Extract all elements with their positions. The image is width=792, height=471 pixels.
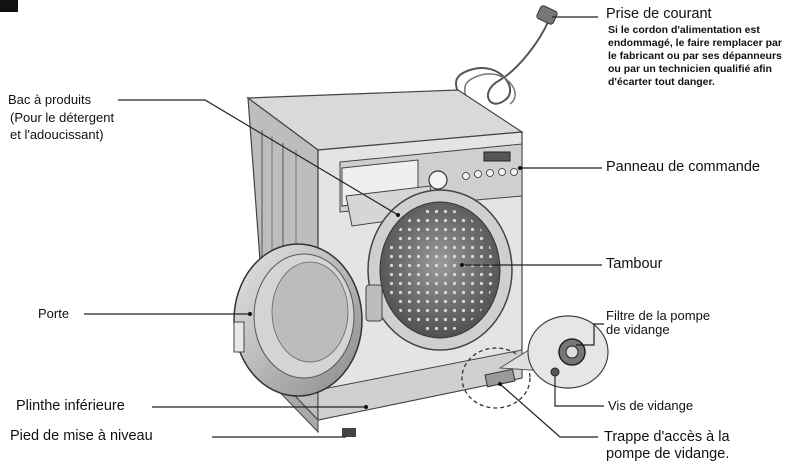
label-prise-note-2: endommagé, le faire remplacer par bbox=[608, 37, 782, 49]
door bbox=[233, 243, 363, 397]
label-prise-note-3: le fabricant ou par ses dépanneurs bbox=[608, 50, 782, 62]
label-prise-note-5: d'écarter tout danger. bbox=[608, 76, 715, 88]
drum bbox=[367, 189, 513, 351]
label-panneau-commande: Panneau de commande bbox=[606, 159, 760, 175]
label-trappe-2: pompe de vidange. bbox=[606, 446, 730, 462]
corner-mark bbox=[0, 0, 18, 12]
label-pied: Pied de mise à niveau bbox=[10, 428, 153, 444]
label-filtre-1: Filtre de la pompe bbox=[606, 308, 711, 323]
label-prise-note-4: ou par un technicien qualifié afin bbox=[608, 63, 772, 75]
door-hinge bbox=[365, 284, 383, 322]
leader-lines bbox=[84, 16, 604, 438]
leader-dots bbox=[248, 166, 522, 409]
label-tambour: Tambour bbox=[606, 256, 663, 272]
label-trappe-1: Trappe d'accès à la bbox=[604, 429, 730, 445]
label-prise-note-1: Si le cordon d'alimentation est bbox=[608, 24, 760, 36]
power-cord bbox=[454, 5, 558, 119]
label-bac-produits: Bac à produits bbox=[8, 92, 92, 107]
label-plinthe: Plinthe inférieure bbox=[16, 398, 125, 414]
label-vis-vidange: Vis de vidange bbox=[608, 398, 694, 413]
label-bac-adoucissant: et l'adoucissant) bbox=[10, 127, 104, 142]
label-bac-detergent: (Pour le détergent bbox=[10, 110, 115, 125]
label-porte: Porte bbox=[38, 306, 70, 321]
drain-filter-magnifier bbox=[498, 315, 609, 389]
label-prise-title: Prise de courant bbox=[606, 6, 712, 22]
label-filtre-2: de vidange bbox=[606, 322, 670, 337]
